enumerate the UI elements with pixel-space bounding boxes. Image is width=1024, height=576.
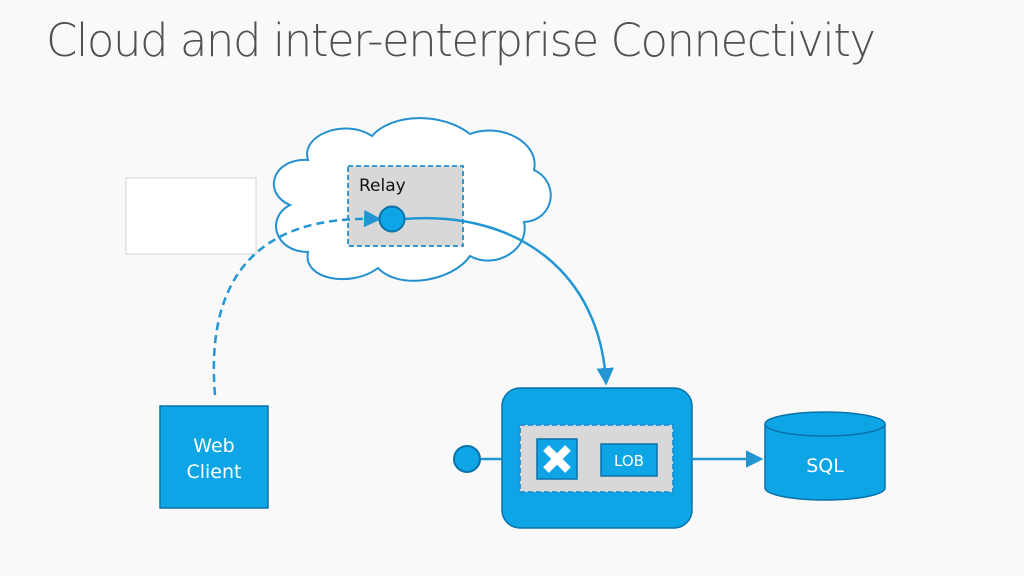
web-client-to-relay-arrow	[212, 209, 382, 396]
web-client-label-line2: Client	[186, 461, 241, 483]
web-client-label-line1: Web	[193, 435, 234, 457]
web-client-box[interactable]	[159, 405, 269, 509]
close-icon[interactable]	[536, 438, 578, 480]
lob-label: LOB	[614, 452, 644, 470]
slide-title: Cloud and inter-enterprise Connectivity	[46, 14, 876, 67]
blank-panel	[125, 177, 257, 255]
relay-label: Relay	[359, 176, 406, 196]
relay-endpoint[interactable]	[378, 205, 406, 233]
relay-to-service-arrow	[403, 216, 614, 386]
service-endpoint[interactable]	[453, 445, 481, 473]
lob-box[interactable]	[600, 443, 658, 477]
sql-database-icon[interactable]	[764, 411, 886, 501]
sql-label: SQL	[806, 455, 844, 477]
relay-box[interactable]	[347, 165, 464, 247]
